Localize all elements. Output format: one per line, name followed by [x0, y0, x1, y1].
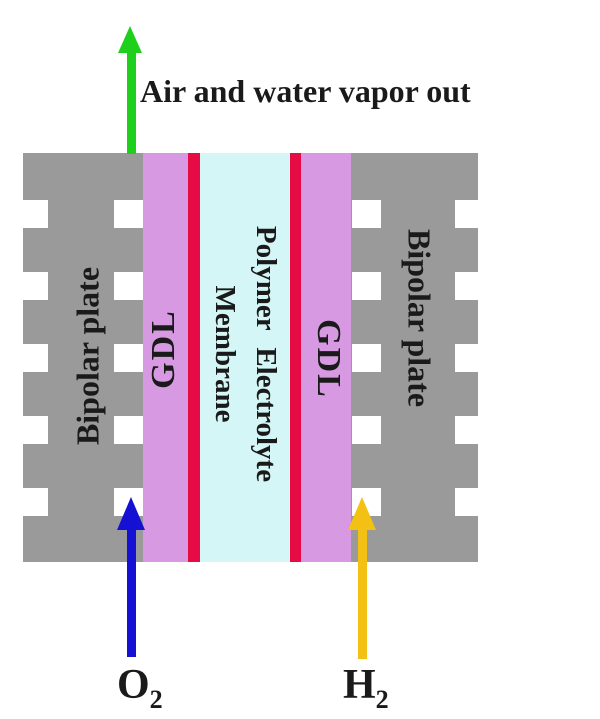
- flow-channel-notch: [19, 344, 48, 372]
- flow-channel-notch: [19, 272, 48, 300]
- flow-channel-notch: [455, 272, 484, 300]
- flow-channel-notch: [114, 272, 143, 300]
- flow-channel-notch: [455, 200, 484, 228]
- membrane-label: Polymer Electrolyte Membrane: [204, 226, 286, 482]
- catalyst-layer-left: [188, 153, 200, 562]
- flow-channel-notch: [114, 416, 143, 444]
- air-out-arrow-shaft: [127, 51, 136, 154]
- flow-channel-notch: [352, 344, 381, 372]
- flow-channel-notch: [114, 344, 143, 372]
- flow-channel-notch: [352, 416, 381, 444]
- gdl-right-label: GDL: [310, 319, 347, 399]
- hydrogen-in-arrow-shaft: [358, 528, 367, 659]
- catalyst-layer-right: [290, 153, 301, 562]
- flow-channel-notch: [352, 272, 381, 300]
- flow-channel-notch: [455, 416, 484, 444]
- flow-channel-notch: [19, 488, 48, 516]
- gdl-left-label: GDL: [145, 309, 182, 389]
- flow-channel-notch: [19, 416, 48, 444]
- gdl-layer-left: [143, 153, 188, 562]
- flow-channel-notch: [19, 200, 48, 228]
- flow-channel-notch: [455, 344, 484, 372]
- polymer-electrolyte-membrane-layer: [200, 153, 290, 562]
- hydrogen-symbol: H: [343, 662, 376, 708]
- oxygen-in-arrow-shaft: [127, 528, 136, 657]
- oxygen-subscript: 2: [149, 685, 163, 714]
- gdl-layer-right: [301, 153, 351, 562]
- hydrogen-subscript: 2: [375, 685, 389, 714]
- bipolar-plate-left-label: Bipolar plate: [69, 266, 106, 446]
- oxygen-symbol: O: [117, 662, 150, 708]
- flow-channel-notch: [114, 200, 143, 228]
- oxygen-in-arrow-icon: [117, 497, 145, 530]
- hydrogen-in-arrow-icon: [348, 497, 376, 530]
- air-out-arrow-icon: [118, 26, 142, 53]
- flow-channel-notch: [455, 488, 484, 516]
- membrane-label-line2: Membrane: [209, 285, 241, 423]
- bipolar-plate-right-label: Bipolar plate: [401, 228, 438, 408]
- hydrogen-label: H2: [343, 664, 389, 713]
- oxygen-label: O2: [117, 664, 163, 713]
- membrane-label-line1: Polymer Electrolyte: [250, 225, 282, 483]
- air-out-label: Air and water vapor out: [140, 73, 471, 109]
- flow-channel-notch: [352, 200, 381, 228]
